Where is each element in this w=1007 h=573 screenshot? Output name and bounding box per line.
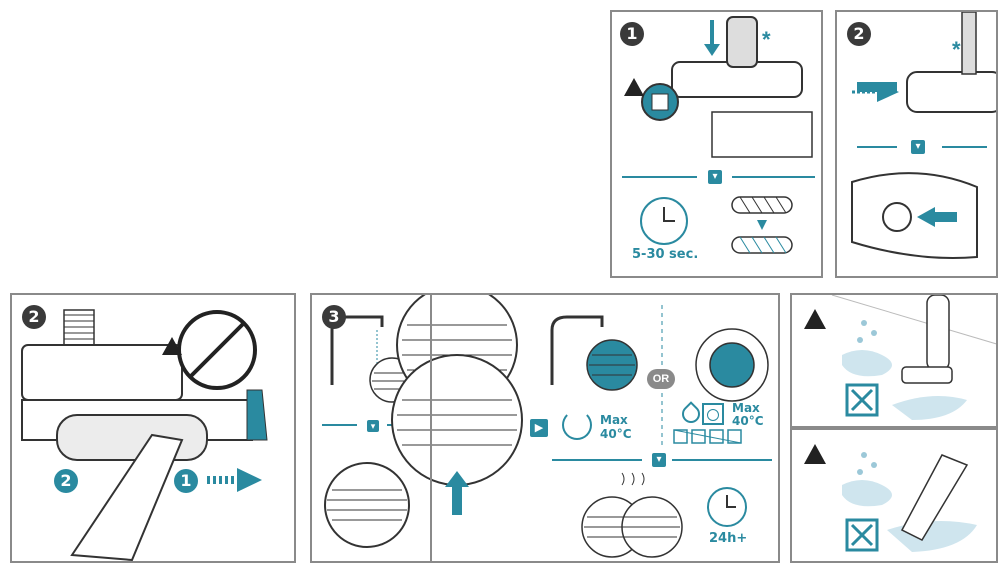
chevron-down-icon: ▾ <box>708 170 722 184</box>
panel-warning-handheld <box>790 428 998 563</box>
divider <box>430 295 432 561</box>
sub-step-b: 1 <box>174 469 198 493</box>
tap-icon <box>562 410 592 440</box>
dry-time-label: 24h+ <box>709 531 748 546</box>
nozzle-removal-illustration: * <box>851 12 996 259</box>
tap-temp-label: 40°C <box>600 427 632 441</box>
svg-text:*: * <box>762 27 771 52</box>
or-badge: OR <box>647 369 675 389</box>
sub-step-a: 2 <box>54 469 78 493</box>
brush-roll-illustration: * <box>622 16 815 254</box>
arrow-right-icon: ▶ <box>530 419 548 437</box>
no-wet-floor-illustration <box>831 295 996 420</box>
step-number: 3 <box>322 305 346 329</box>
brushroll-cleaning-illustration <box>21 309 268 561</box>
time-label: 5-30 sec. <box>632 247 699 262</box>
clock-icon <box>640 197 688 245</box>
pad-washing-illustration <box>322 295 772 558</box>
warning-icon <box>804 309 826 329</box>
warning-icon <box>624 78 644 96</box>
step-number: 1 <box>620 22 644 46</box>
machine-max-label: Max <box>732 401 760 415</box>
panel-warning-floor <box>790 293 998 428</box>
tap-max-label: Max <box>600 413 628 427</box>
panel-top-step1: * 1 ▾ 5-30 sec. <box>610 10 823 278</box>
warning-icon <box>162 337 182 355</box>
machine-temp-label: 40°C <box>732 414 764 428</box>
chevron-down-icon: ▾ <box>367 420 379 432</box>
panel-bottom-step3: 3 ▶ ▾ ▾ OR Max 40°C Max 40°C 24h+ <box>310 293 780 563</box>
no-wet-handheld-illustration <box>842 452 977 552</box>
warning-icon <box>804 444 826 464</box>
panel-top-step2: * 2 ▾ <box>835 10 998 278</box>
chevron-down-icon: ▾ <box>652 453 666 467</box>
clock-icon <box>707 487 747 527</box>
panel-bottom-step2: 2 2 1 <box>10 293 296 563</box>
svg-text:*: * <box>952 37 961 62</box>
step-number: 2 <box>22 305 46 329</box>
step-number: 2 <box>847 22 871 46</box>
washing-machine-icon <box>702 403 724 425</box>
chevron-down-icon: ▾ <box>911 140 925 154</box>
